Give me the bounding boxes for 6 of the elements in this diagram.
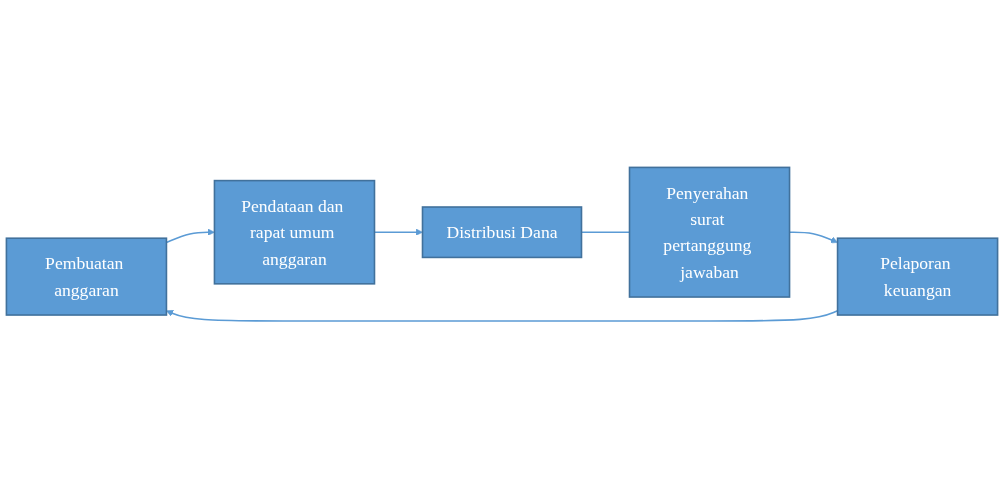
node-box: Pendataan dan rapat umum anggaran (213, 179, 376, 285)
node-box: Pembuatan anggaran (5, 237, 168, 316)
node-box: Distribusi Dana (421, 206, 583, 258)
arrow (165, 228, 215, 244)
node-box: Penyerahan surat pertanggung jawaban (628, 166, 791, 298)
node-box: Pelaporan keuangan (836, 237, 999, 316)
